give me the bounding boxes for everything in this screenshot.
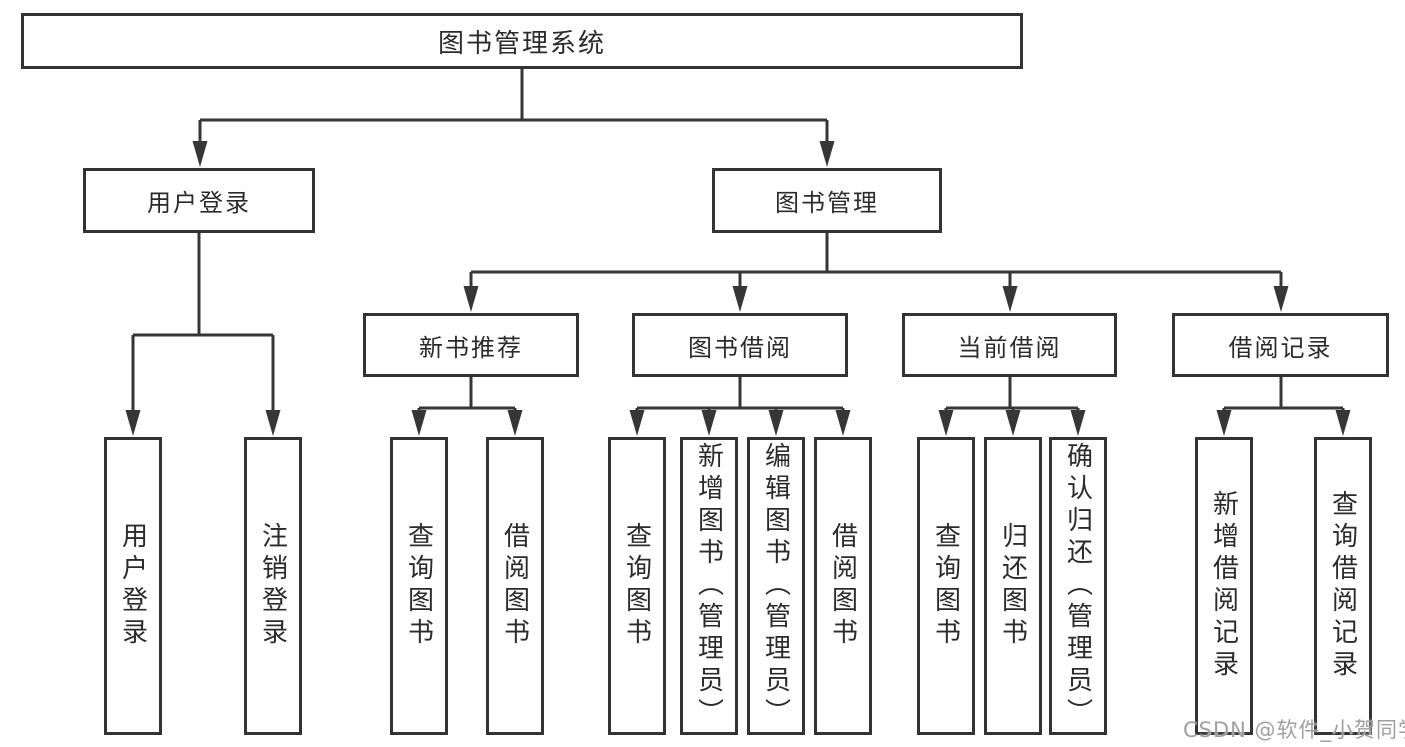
node-label: 图书管理 — [775, 189, 879, 217]
arrow-down-icon — [411, 410, 427, 436]
connector-book-borrow-to-leaves — [629, 377, 851, 436]
node-label: 新增借阅记录 — [1208, 490, 1239, 682]
arrow-down-icon — [835, 410, 851, 436]
connector-borrow-records-to-leaves — [1216, 377, 1351, 436]
arrow-down-icon — [507, 410, 523, 436]
node-book-borrow: 图书借阅 — [632, 313, 848, 377]
leaf-return-books: 归还图书 — [984, 437, 1042, 735]
leaf-query-books-borrow: 查询图书 — [608, 437, 666, 735]
node-label: 编辑图书（管理员） — [760, 442, 791, 730]
node-label: 归还图书 — [997, 522, 1028, 650]
arrow-down-icon — [819, 141, 835, 167]
arrow-down-icon — [1002, 286, 1018, 312]
arrow-down-icon — [1070, 410, 1086, 436]
node-label: 图书管理系统 — [437, 28, 606, 59]
node-library-management-system: 图书管理系统 — [21, 13, 1023, 69]
node-label: 查询借阅记录 — [1327, 490, 1358, 682]
node-label: 用户登录 — [117, 522, 148, 650]
arrow-down-icon — [938, 410, 954, 436]
connector-new-book-recommend-to-leaves — [411, 377, 523, 436]
node-label: 查询图书 — [621, 522, 652, 650]
leaf-add-book-admin: 新增图书（管理员） — [680, 437, 738, 735]
arrow-down-icon — [125, 410, 141, 436]
node-label: 注销登录 — [257, 522, 288, 650]
node-label: 确认归还（管理员） — [1062, 442, 1093, 730]
leaf-borrow-books: 借阅图书 — [814, 437, 872, 735]
arrow-down-icon — [192, 141, 208, 167]
node-label: 用户登录 — [147, 189, 251, 217]
node-label: 查询图书 — [930, 522, 961, 650]
arrow-down-icon — [732, 286, 748, 312]
connector-current-borrow-to-leaves — [938, 377, 1086, 436]
leaf-query-books-current: 查询图书 — [917, 437, 975, 735]
node-user-login: 用户登录 — [83, 168, 315, 233]
node-label: 借阅图书 — [827, 522, 858, 650]
arrow-down-icon — [1335, 410, 1351, 436]
node-label: 当前借阅 — [957, 333, 1062, 362]
arrow-down-icon — [768, 410, 784, 436]
leaf-confirm-return-admin: 确认归还（管理员） — [1049, 437, 1107, 735]
arrow-down-icon — [463, 286, 479, 312]
node-label: 图书借阅 — [688, 333, 792, 362]
leaf-query-borrow-record: 查询借阅记录 — [1314, 437, 1372, 735]
arrow-down-icon — [1216, 410, 1232, 436]
leaf-borrow-books-recommend: 借阅图书 — [486, 437, 544, 735]
node-book-management: 图书管理 — [712, 168, 942, 233]
arrow-down-icon — [1273, 286, 1289, 312]
node-label: 新书推荐 — [419, 333, 523, 362]
node-borrow-records: 借阅记录 — [1172, 313, 1389, 377]
leaf-query-books-recommend: 查询图书 — [390, 437, 448, 735]
arrow-down-icon — [1005, 410, 1021, 436]
node-label: 借阅图书 — [499, 522, 530, 650]
leaf-edit-book-admin: 编辑图书（管理员） — [747, 437, 805, 735]
node-label: 新增图书（管理员） — [693, 442, 724, 730]
connector-book-management-to-level3 — [463, 233, 1289, 312]
node-new-book-recommend: 新书推荐 — [363, 313, 579, 377]
node-label: 查询图书 — [403, 522, 434, 650]
arrow-down-icon — [629, 410, 645, 436]
csdn-watermark: CSDN @软件_小贺同学 — [1183, 718, 1405, 742]
arrow-down-icon — [701, 410, 717, 436]
connector-root-to-level2 — [192, 69, 835, 167]
leaf-user-login: 用户登录 — [104, 437, 162, 735]
connector-user-login-to-leaves — [125, 233, 281, 436]
node-label: 借阅记录 — [1228, 333, 1333, 362]
leaf-logout: 注销登录 — [244, 437, 302, 735]
leaf-add-borrow-record: 新增借阅记录 — [1195, 437, 1253, 735]
node-current-borrow: 当前借阅 — [902, 313, 1117, 377]
arrow-down-icon — [265, 410, 281, 436]
